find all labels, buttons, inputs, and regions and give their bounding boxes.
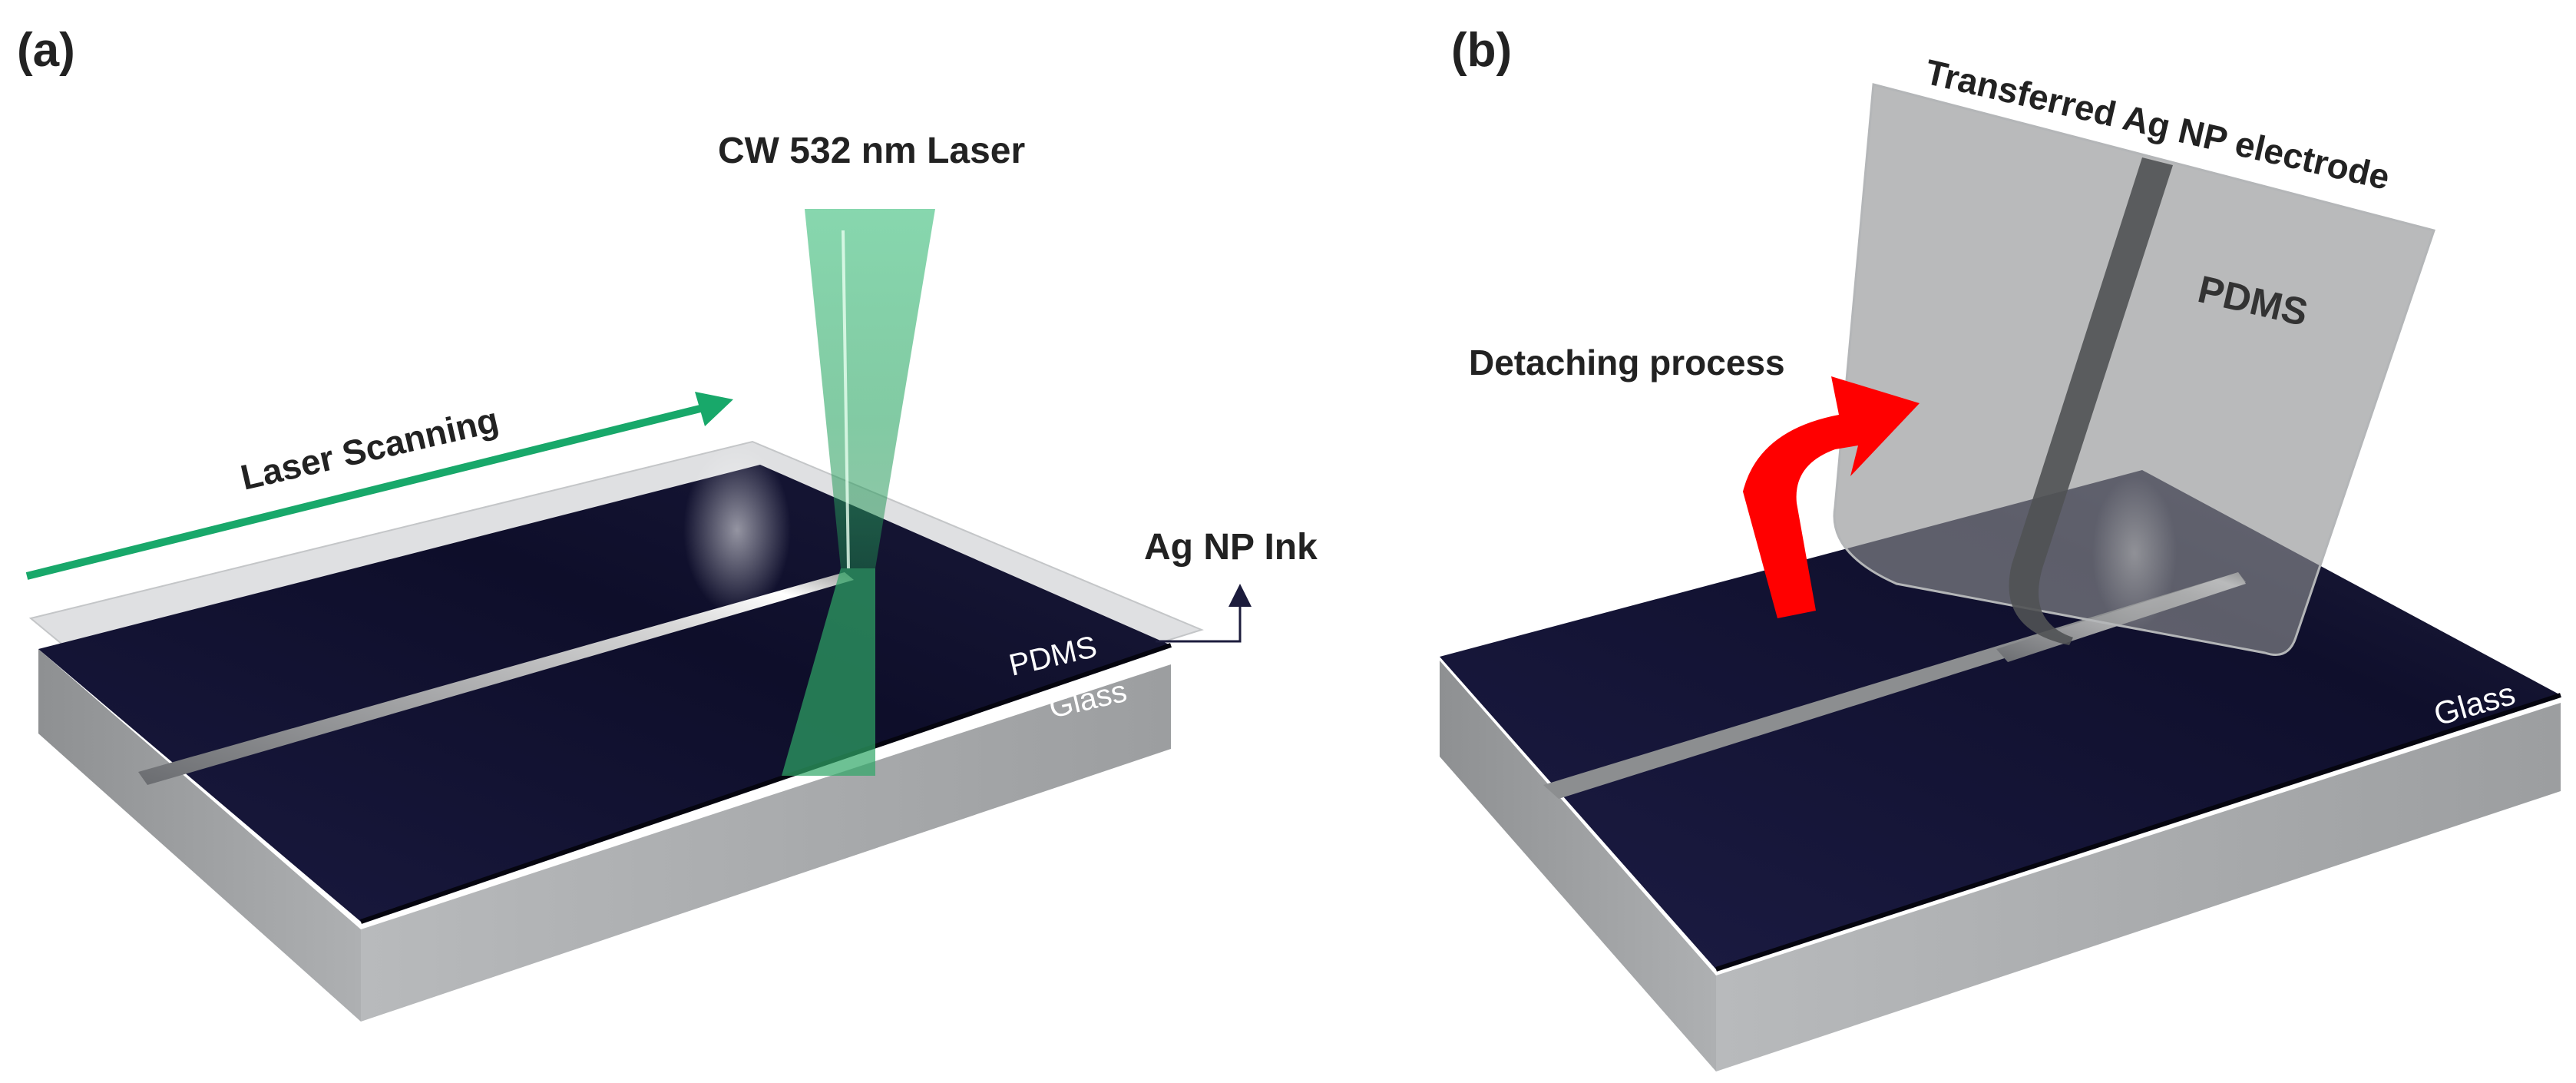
laser-beam: [805, 209, 935, 568]
detach-arrow: [1743, 376, 1920, 618]
panel-b-label: (b): [1451, 24, 1512, 77]
ink-reflection: [683, 445, 791, 614]
ink-edge: [360, 643, 1172, 924]
glass-right-face-b: [1716, 703, 2561, 1071]
panel-a-label: (a): [17, 24, 75, 77]
glass-front-face: [38, 649, 361, 1022]
ink-callout-line: [1156, 584, 1252, 643]
detach-label: Detaching process: [1469, 343, 1785, 383]
peeled-pdms-sheet: [1833, 83, 2435, 656]
laser-beam-lower: [782, 568, 875, 776]
panel-b: (b) Transferred Ag NP electrode PDMS Det…: [1440, 24, 2561, 1071]
laser-label: CW 532 nm Laser: [718, 131, 1025, 171]
laser-beam-core: [842, 230, 850, 569]
transferred-electrode-strip: [2009, 157, 2173, 645]
sintered-ag-line: [138, 572, 854, 785]
scan-arrow: [25, 403, 708, 580]
scan-arrow-head: [695, 392, 733, 426]
ink-label: Ag NP Ink: [1144, 527, 1318, 568]
ag-np-ink-layer: [38, 465, 1171, 922]
panel-a: (a) CW 532 nm Laser Laser Scanning Ag NP…: [17, 24, 1318, 1022]
glass-front-face-b: [1440, 661, 1716, 1071]
scan-label: Laser Scanning: [237, 399, 502, 498]
ink-edge-b: [1715, 693, 2561, 972]
glass-right-face: [361, 664, 1171, 1022]
